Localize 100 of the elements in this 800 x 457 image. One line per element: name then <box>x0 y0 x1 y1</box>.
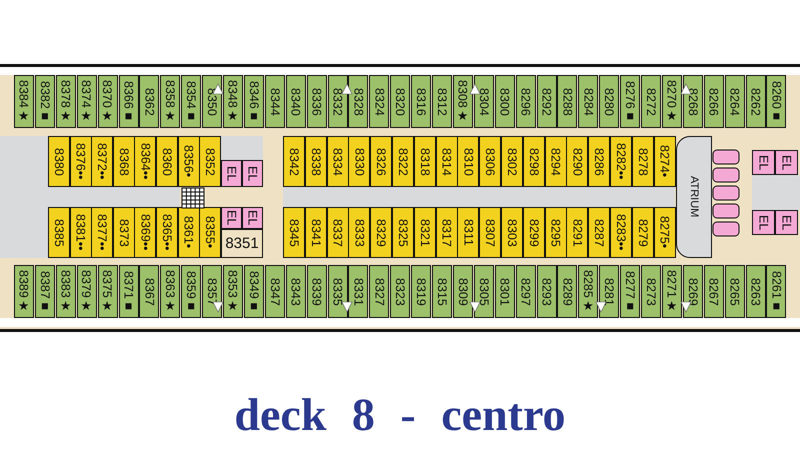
cabin: 8320 <box>390 75 410 128</box>
cabin: 8265 <box>724 265 745 318</box>
cabin: 8315 <box>432 265 452 318</box>
elevator: EL <box>775 210 798 235</box>
cabin: 8317 <box>436 207 458 258</box>
cabin: 8373 <box>112 207 135 258</box>
cabin: 8366■ <box>118 75 138 128</box>
cabin: 8321 <box>414 207 436 258</box>
cabin: 8319 <box>411 265 432 318</box>
cabin: 8342 <box>283 136 305 187</box>
cabin: 8333 <box>348 207 370 258</box>
cabin: 8294 <box>544 136 567 187</box>
cabin: 8370★ <box>98 75 118 128</box>
cabin: 8371■ <box>118 265 138 318</box>
cabin: 8297 <box>516 265 536 318</box>
cabin: 8318 <box>414 136 436 187</box>
cabin: 8359■ <box>181 265 202 318</box>
cabin: 8305 <box>474 265 494 318</box>
cabin: 8263 <box>746 265 766 318</box>
cabin: 8372•• <box>91 136 114 187</box>
cabin: 8364•• <box>134 136 156 187</box>
cabin: 8339 <box>306 265 327 318</box>
cabin: 8348★ <box>223 75 243 128</box>
cabin: 8340 <box>286 75 306 128</box>
cabin: 8337 <box>326 207 349 258</box>
cabin: 8273 <box>641 265 661 318</box>
cabin: 8374★ <box>76 75 97 128</box>
cabin: 8336 <box>306 75 327 128</box>
elevator: EL <box>242 160 263 187</box>
cabin: 8380 <box>48 136 70 187</box>
cabin: 8299 <box>522 207 545 258</box>
cabin: 8335 <box>328 265 348 318</box>
cabin: 8362 <box>139 75 160 128</box>
cabin: 8306 <box>479 136 502 187</box>
cabin: 8302 <box>501 136 523 187</box>
cabin: 8322 <box>392 136 414 187</box>
cabin: 8271★ <box>662 265 682 318</box>
cabin: 8293 <box>536 265 556 318</box>
cabin: 8303 <box>501 207 523 258</box>
cabin: 8281 <box>599 265 620 318</box>
cabin: 8279 <box>632 207 654 258</box>
cabin: 8332 <box>328 75 348 128</box>
cabin: 8330 <box>348 136 370 187</box>
cabin: 8344 <box>264 75 285 128</box>
cabin: 8264 <box>724 75 745 128</box>
cabin: 8308★ <box>452 75 473 128</box>
cabin: 8267 <box>704 265 724 318</box>
cabin: 8304 <box>474 75 494 128</box>
cabin: 8291 <box>566 207 588 258</box>
cabin: 8300 <box>494 75 515 128</box>
cabin: 8381•• <box>70 207 92 258</box>
deck-title: deck 8 - centro <box>234 389 566 440</box>
cabin: 8287 <box>588 207 610 258</box>
cabin: 8307 <box>479 207 502 258</box>
cabin: 8268 <box>682 75 703 128</box>
cabin: 8389★ <box>14 265 34 318</box>
cabin: 8260■ <box>766 75 786 128</box>
cabin: 8368 <box>112 136 135 187</box>
cabin: 8377•• <box>91 207 114 258</box>
cabin: 8274• <box>654 136 676 187</box>
cabin: 8314 <box>436 136 458 187</box>
cabin: 8349■ <box>244 265 264 318</box>
cabin: 8283•• <box>610 207 632 258</box>
cabin: 8282•• <box>610 136 632 187</box>
cabin: 8309 <box>452 265 473 318</box>
cabin: 8341 <box>304 207 327 258</box>
cabin: 8379★ <box>76 265 97 318</box>
cabin: 8286 <box>588 136 610 187</box>
cabin: 8375★ <box>98 265 118 318</box>
cabin: 8295 <box>544 207 567 258</box>
cabin: 8280 <box>599 75 620 128</box>
cabin: 8269 <box>682 265 703 318</box>
cabin: 8365•• <box>156 207 178 258</box>
cabin: 8311 <box>457 207 480 258</box>
elevator: EL <box>242 207 263 229</box>
cabin: 8276■ <box>620 75 640 128</box>
cabin: 8272 <box>641 75 661 128</box>
cabin: 8298 <box>522 136 545 187</box>
cabin: 8323 <box>390 265 410 318</box>
cabin: 8369•• <box>134 207 156 258</box>
cabin: 8347 <box>264 265 285 318</box>
cabin: 8376•• <box>70 136 92 187</box>
cabin: 8261■ <box>766 265 786 318</box>
cabin: 8310 <box>457 136 480 187</box>
atrium: ATRIUM <box>676 136 712 258</box>
cabin: 8278 <box>632 136 654 187</box>
cabin: 8352 <box>199 136 222 187</box>
cabin: 8361• <box>178 207 200 258</box>
cabin: 8290 <box>566 136 588 187</box>
cabin: 8284 <box>578 75 598 128</box>
cabin: 8316 <box>411 75 432 128</box>
cabin: 8363★ <box>160 265 180 318</box>
cabin: 8329 <box>370 207 392 258</box>
cabin: 8326 <box>370 136 392 187</box>
cabin: 8292 <box>536 75 556 128</box>
cabin: 8312 <box>432 75 452 128</box>
cabin: 8262 <box>746 75 766 128</box>
elevator: EL <box>775 150 798 175</box>
cabin: 8289 <box>557 265 578 318</box>
cabin: 8356• <box>178 136 200 187</box>
